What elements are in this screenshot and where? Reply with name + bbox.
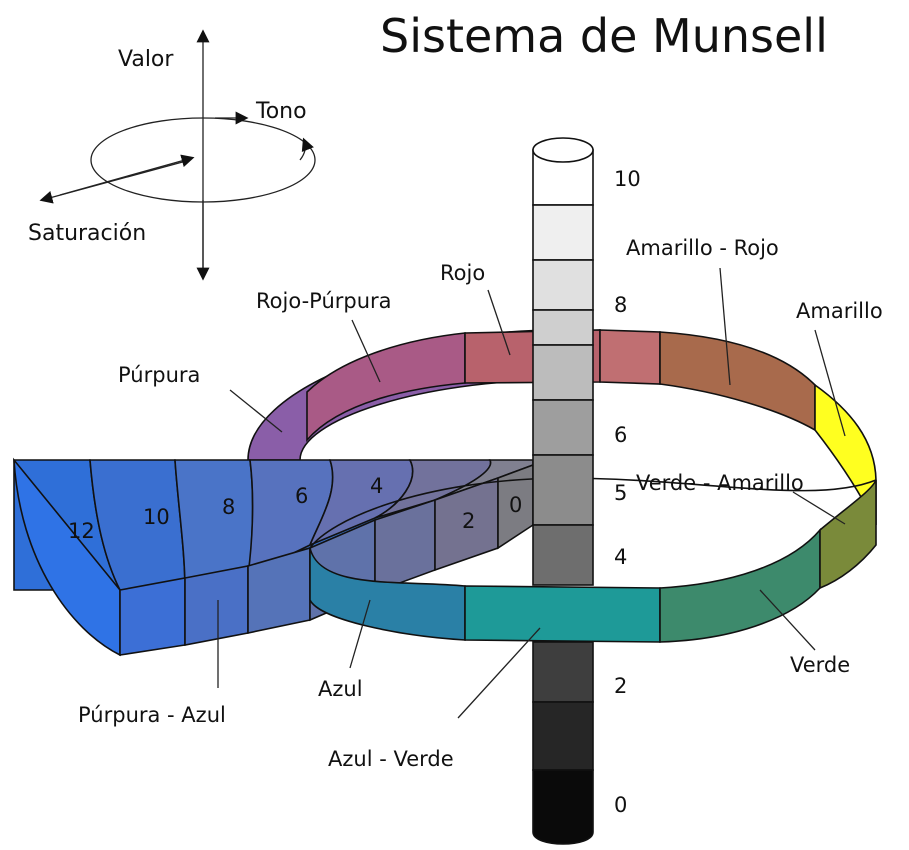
value-num-6: 6 xyxy=(614,423,627,447)
ring-yellow-red xyxy=(659,331,816,432)
value-label: Valor xyxy=(118,47,174,72)
value-num-10: 10 xyxy=(614,167,641,191)
value-cell-6b xyxy=(532,344,594,401)
label-blue-green: Azul - Verde xyxy=(328,747,454,771)
wedge-curve-face xyxy=(13,457,121,657)
value-column-lower xyxy=(532,454,594,845)
value-cell-5 xyxy=(532,454,594,526)
chroma-num-12: 12 xyxy=(68,519,95,543)
label-red: Rojo xyxy=(440,261,485,285)
column-top xyxy=(532,137,594,163)
chroma-num-2: 2 xyxy=(462,509,475,533)
hue-ring-front xyxy=(309,477,877,643)
value-cell-4 xyxy=(532,524,594,586)
value-num-2: 2 xyxy=(614,674,627,698)
wedge-face-10 xyxy=(184,565,249,646)
label-green-yellow: Verde - Amarillo xyxy=(636,471,804,495)
value-cell-6 xyxy=(532,399,594,456)
hue-labels: Rojo-Púrpura Rojo Amarillo - Rojo Amaril… xyxy=(78,236,883,771)
label-purple-blue: Púrpura - Azul xyxy=(78,703,226,727)
ring-green xyxy=(659,527,821,643)
ring-red-2 xyxy=(599,329,661,385)
value-cell-0 xyxy=(532,769,594,845)
value-num-8: 8 xyxy=(614,293,627,317)
leader-green xyxy=(759,589,816,651)
value-num-4: 4 xyxy=(614,545,627,569)
value-num-0: 0 xyxy=(614,793,627,817)
leader-yellow-red xyxy=(719,267,731,386)
wedge-face-12 xyxy=(119,577,186,656)
value-cell-7 xyxy=(532,309,594,346)
chroma-num-10: 10 xyxy=(143,505,170,529)
label-purple: Púrpura xyxy=(118,363,200,387)
axis-key: Valor Tono Saturación xyxy=(28,29,316,281)
chroma-num-8: 8 xyxy=(222,495,235,519)
value-num-5: 5 xyxy=(614,481,627,505)
label-green: Verde xyxy=(790,653,850,677)
value-numbers: 10 8 6 5 4 2 0 xyxy=(614,167,641,817)
chroma-label: Saturación xyxy=(28,221,146,246)
chroma-num-0: 0 xyxy=(509,493,522,517)
chroma-numbers: 12 10 8 6 4 2 0 xyxy=(68,474,522,543)
label-red-purple: Rojo-Púrpura xyxy=(256,289,392,313)
label-yellow: Amarillo xyxy=(796,299,883,323)
chroma-num-4: 4 xyxy=(370,474,383,498)
leader-red xyxy=(487,289,511,356)
chroma-num-6: 6 xyxy=(295,484,308,508)
label-yellow-red: Amarillo - Rojo xyxy=(626,236,779,260)
value-cell-9 xyxy=(532,204,594,261)
leader-blue xyxy=(349,599,371,669)
diagram-title: Sistema de Munsell xyxy=(380,9,828,63)
chroma-wedge xyxy=(13,457,534,657)
value-cell-2 xyxy=(532,641,594,703)
leader-yellow xyxy=(814,329,846,437)
leader-blue-green xyxy=(457,627,541,719)
value-cell-1 xyxy=(532,701,594,771)
hue-circle xyxy=(90,117,316,203)
leader-purple xyxy=(229,389,283,433)
leader-red-purple xyxy=(351,319,381,383)
value-cell-8 xyxy=(532,259,594,311)
chroma-arrow-in xyxy=(59,154,195,196)
hue-curl-arrow xyxy=(299,137,314,161)
value-column-upper xyxy=(532,137,594,456)
ring-blue-green xyxy=(464,585,661,643)
label-blue: Azul xyxy=(318,677,363,701)
hue-label: Tono xyxy=(255,99,307,124)
ring-green-yellow xyxy=(819,479,877,590)
leader-green-yellow xyxy=(792,491,846,525)
